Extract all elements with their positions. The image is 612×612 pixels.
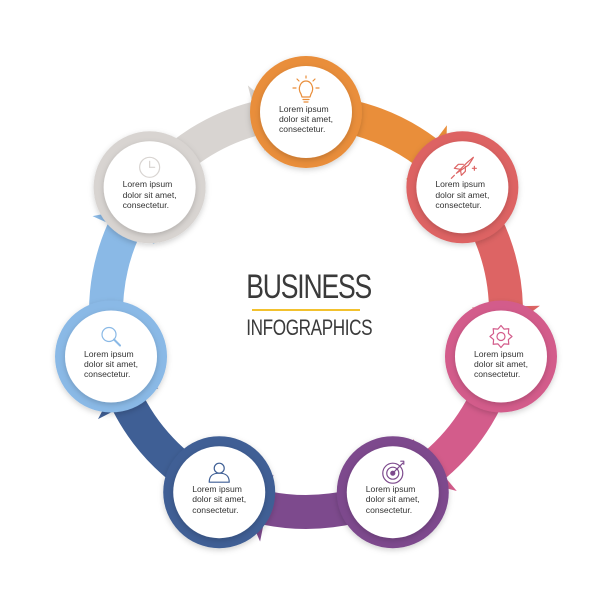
main-title: BUSINESS — [246, 268, 372, 306]
step-text-line: Lorem ipsum — [84, 348, 134, 359]
step-text-line: consectetur. — [122, 199, 169, 210]
step-text-line: consectetur. — [473, 368, 521, 379]
step-text-line: dolor sit amet, — [279, 114, 333, 125]
cycle-nodes — [55, 56, 557, 549]
step-text-line: Lorem ipsum — [365, 484, 416, 495]
target-icon — [382, 460, 405, 484]
step-disc-2 — [416, 141, 509, 234]
step-node-1 — [250, 56, 362, 168]
step-node-7 — [93, 131, 206, 244]
step-disc-6 — [65, 310, 158, 403]
step-text-line: consectetur. — [84, 368, 131, 379]
step-text-line: Lorem ipsum — [435, 179, 486, 190]
gear-icon — [489, 324, 513, 349]
user-icon — [208, 462, 230, 483]
lightbulb-icon — [292, 75, 320, 103]
step-text-line: Lorem ipsum — [192, 484, 242, 495]
step-text-line: dolor sit amet, — [84, 358, 138, 369]
step-node-3 — [444, 300, 557, 413]
main-subtitle: INFOGRAPHICS — [246, 315, 373, 340]
step-text-line: Lorem ipsum — [122, 179, 173, 190]
step-text-line: consectetur. — [365, 504, 413, 515]
step-text-line: dolor sit amet, — [365, 494, 420, 505]
step-text-line: Lorem ipsum — [473, 348, 524, 359]
step-node-2 — [406, 131, 519, 244]
step-disc-3 — [454, 310, 547, 403]
step-node-6 — [55, 300, 168, 413]
step-disc-1 — [260, 66, 352, 158]
step-node-5 — [163, 436, 276, 549]
step-text-line: consectetur. — [279, 124, 326, 135]
step-text-line: Lorem ipsum — [279, 104, 329, 114]
step-disc-5 — [173, 446, 266, 539]
step-text-line: dolor sit amet, — [122, 189, 177, 200]
step-node-4 — [336, 436, 449, 549]
magnifier-icon — [101, 326, 122, 347]
clock-icon — [139, 156, 161, 178]
step-text-line: consectetur. — [192, 504, 239, 515]
step-text-line: consectetur. — [435, 199, 482, 210]
step-disc-7 — [103, 141, 196, 234]
step-text-line: dolor sit amet, — [192, 494, 247, 505]
step-text-line: dolor sit amet, — [473, 358, 528, 369]
title-underline — [252, 309, 360, 311]
step-text-line: dolor sit amet, — [435, 189, 490, 200]
step-disc-4 — [346, 446, 439, 539]
rocket-icon — [450, 156, 477, 179]
